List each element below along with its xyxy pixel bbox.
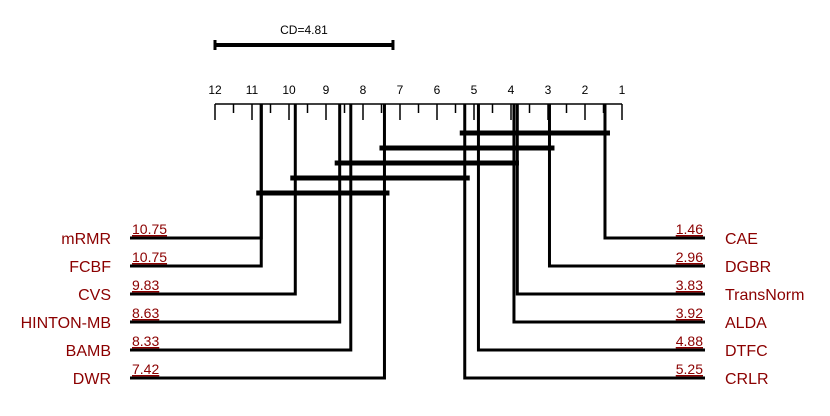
- method-name: DWR: [73, 371, 111, 388]
- method-right-alda: ALDA 3.92: [512, 104, 767, 332]
- method-line: [130, 104, 263, 268]
- method-lines: mRMR10.75FCBF10.75CVS9.83HINTON-MB8.63BA…: [21, 104, 804, 388]
- method-left-bamb: BAMB 8.33: [66, 104, 353, 360]
- method-rank: 8.63: [132, 305, 159, 321]
- axis-tick-label: 5: [471, 83, 478, 97]
- axis-tick-label: 8: [360, 83, 367, 97]
- method-line: [130, 104, 353, 352]
- method-rank: 10.75: [132, 221, 167, 237]
- method-rank: 1.46: [676, 221, 703, 237]
- method-name: FCBF: [69, 259, 111, 276]
- method-line: [130, 104, 297, 296]
- method-right-dgbr: DGBR 2.96: [547, 104, 771, 276]
- method-name: mRMR: [61, 231, 111, 248]
- method-name: TransNorm: [725, 287, 804, 304]
- axis-tick-label: 7: [397, 83, 404, 97]
- method-name: BAMB: [66, 343, 111, 360]
- method-right-transnorm: TransNorm 3.83: [515, 104, 804, 304]
- axis-tick-label: 6: [434, 83, 441, 97]
- critical-difference-bar: CD=4.81: [213, 23, 395, 50]
- method-rank: 5.25: [676, 361, 703, 377]
- axis-tick-label: 9: [323, 83, 330, 97]
- method-rank: 2.96: [676, 249, 703, 265]
- method-left-hinton-mb: HINTON-MB 8.63: [21, 104, 342, 332]
- method-right-crlr: CRLR 5.25: [463, 104, 769, 388]
- method-left-mrmr: mRMR 10.75: [61, 104, 263, 248]
- method-line: [515, 104, 705, 296]
- axis-tick-label: 2: [582, 83, 589, 97]
- axis-tick-label: 10: [282, 83, 296, 97]
- method-name: CRLR: [725, 371, 769, 388]
- method-rank: 8.33: [132, 333, 159, 349]
- clique-bars: [256, 130, 610, 196]
- method-left-fcbf: FCBF 10.75: [69, 104, 263, 276]
- method-rank: 4.88: [676, 333, 703, 349]
- method-name: HINTON-MB: [21, 315, 111, 332]
- method-name: CAE: [725, 231, 758, 248]
- axis-tick-label: 4: [508, 83, 515, 97]
- axis-tick-label: 3: [545, 83, 552, 97]
- axis-tick-label: 1: [619, 83, 626, 97]
- axis-tick-label: 11: [246, 83, 259, 97]
- method-name: DTFC: [725, 343, 768, 360]
- method-line: [463, 104, 705, 380]
- axis-tick-label: 12: [208, 83, 222, 97]
- method-line: [512, 104, 705, 324]
- method-rank: 10.75: [132, 249, 167, 265]
- method-left-cvs: CVS 9.83: [78, 104, 297, 304]
- method-rank: 3.83: [676, 277, 703, 293]
- rank-axis: 12 11 10 9 8 7 6 5 4 3 2 1: [208, 83, 626, 120]
- method-right-cae: CAE 1.46: [603, 104, 758, 248]
- method-line: [547, 104, 705, 268]
- cd-label: CD=4.81: [280, 23, 328, 37]
- method-name: DGBR: [725, 259, 771, 276]
- method-name: ALDA: [725, 315, 767, 332]
- method-rank: 7.42: [132, 361, 159, 377]
- method-line: [603, 104, 705, 240]
- method-name: CVS: [78, 287, 111, 304]
- method-line: [476, 104, 705, 352]
- method-rank: 9.83: [132, 277, 159, 293]
- method-line: [130, 104, 263, 240]
- method-rank: 3.92: [676, 305, 703, 321]
- method-line: [130, 104, 342, 324]
- method-line: [130, 104, 386, 380]
- method-right-dtfc: DTFC 4.88: [476, 104, 768, 360]
- method-left-dwr: DWR 7.42: [73, 104, 386, 388]
